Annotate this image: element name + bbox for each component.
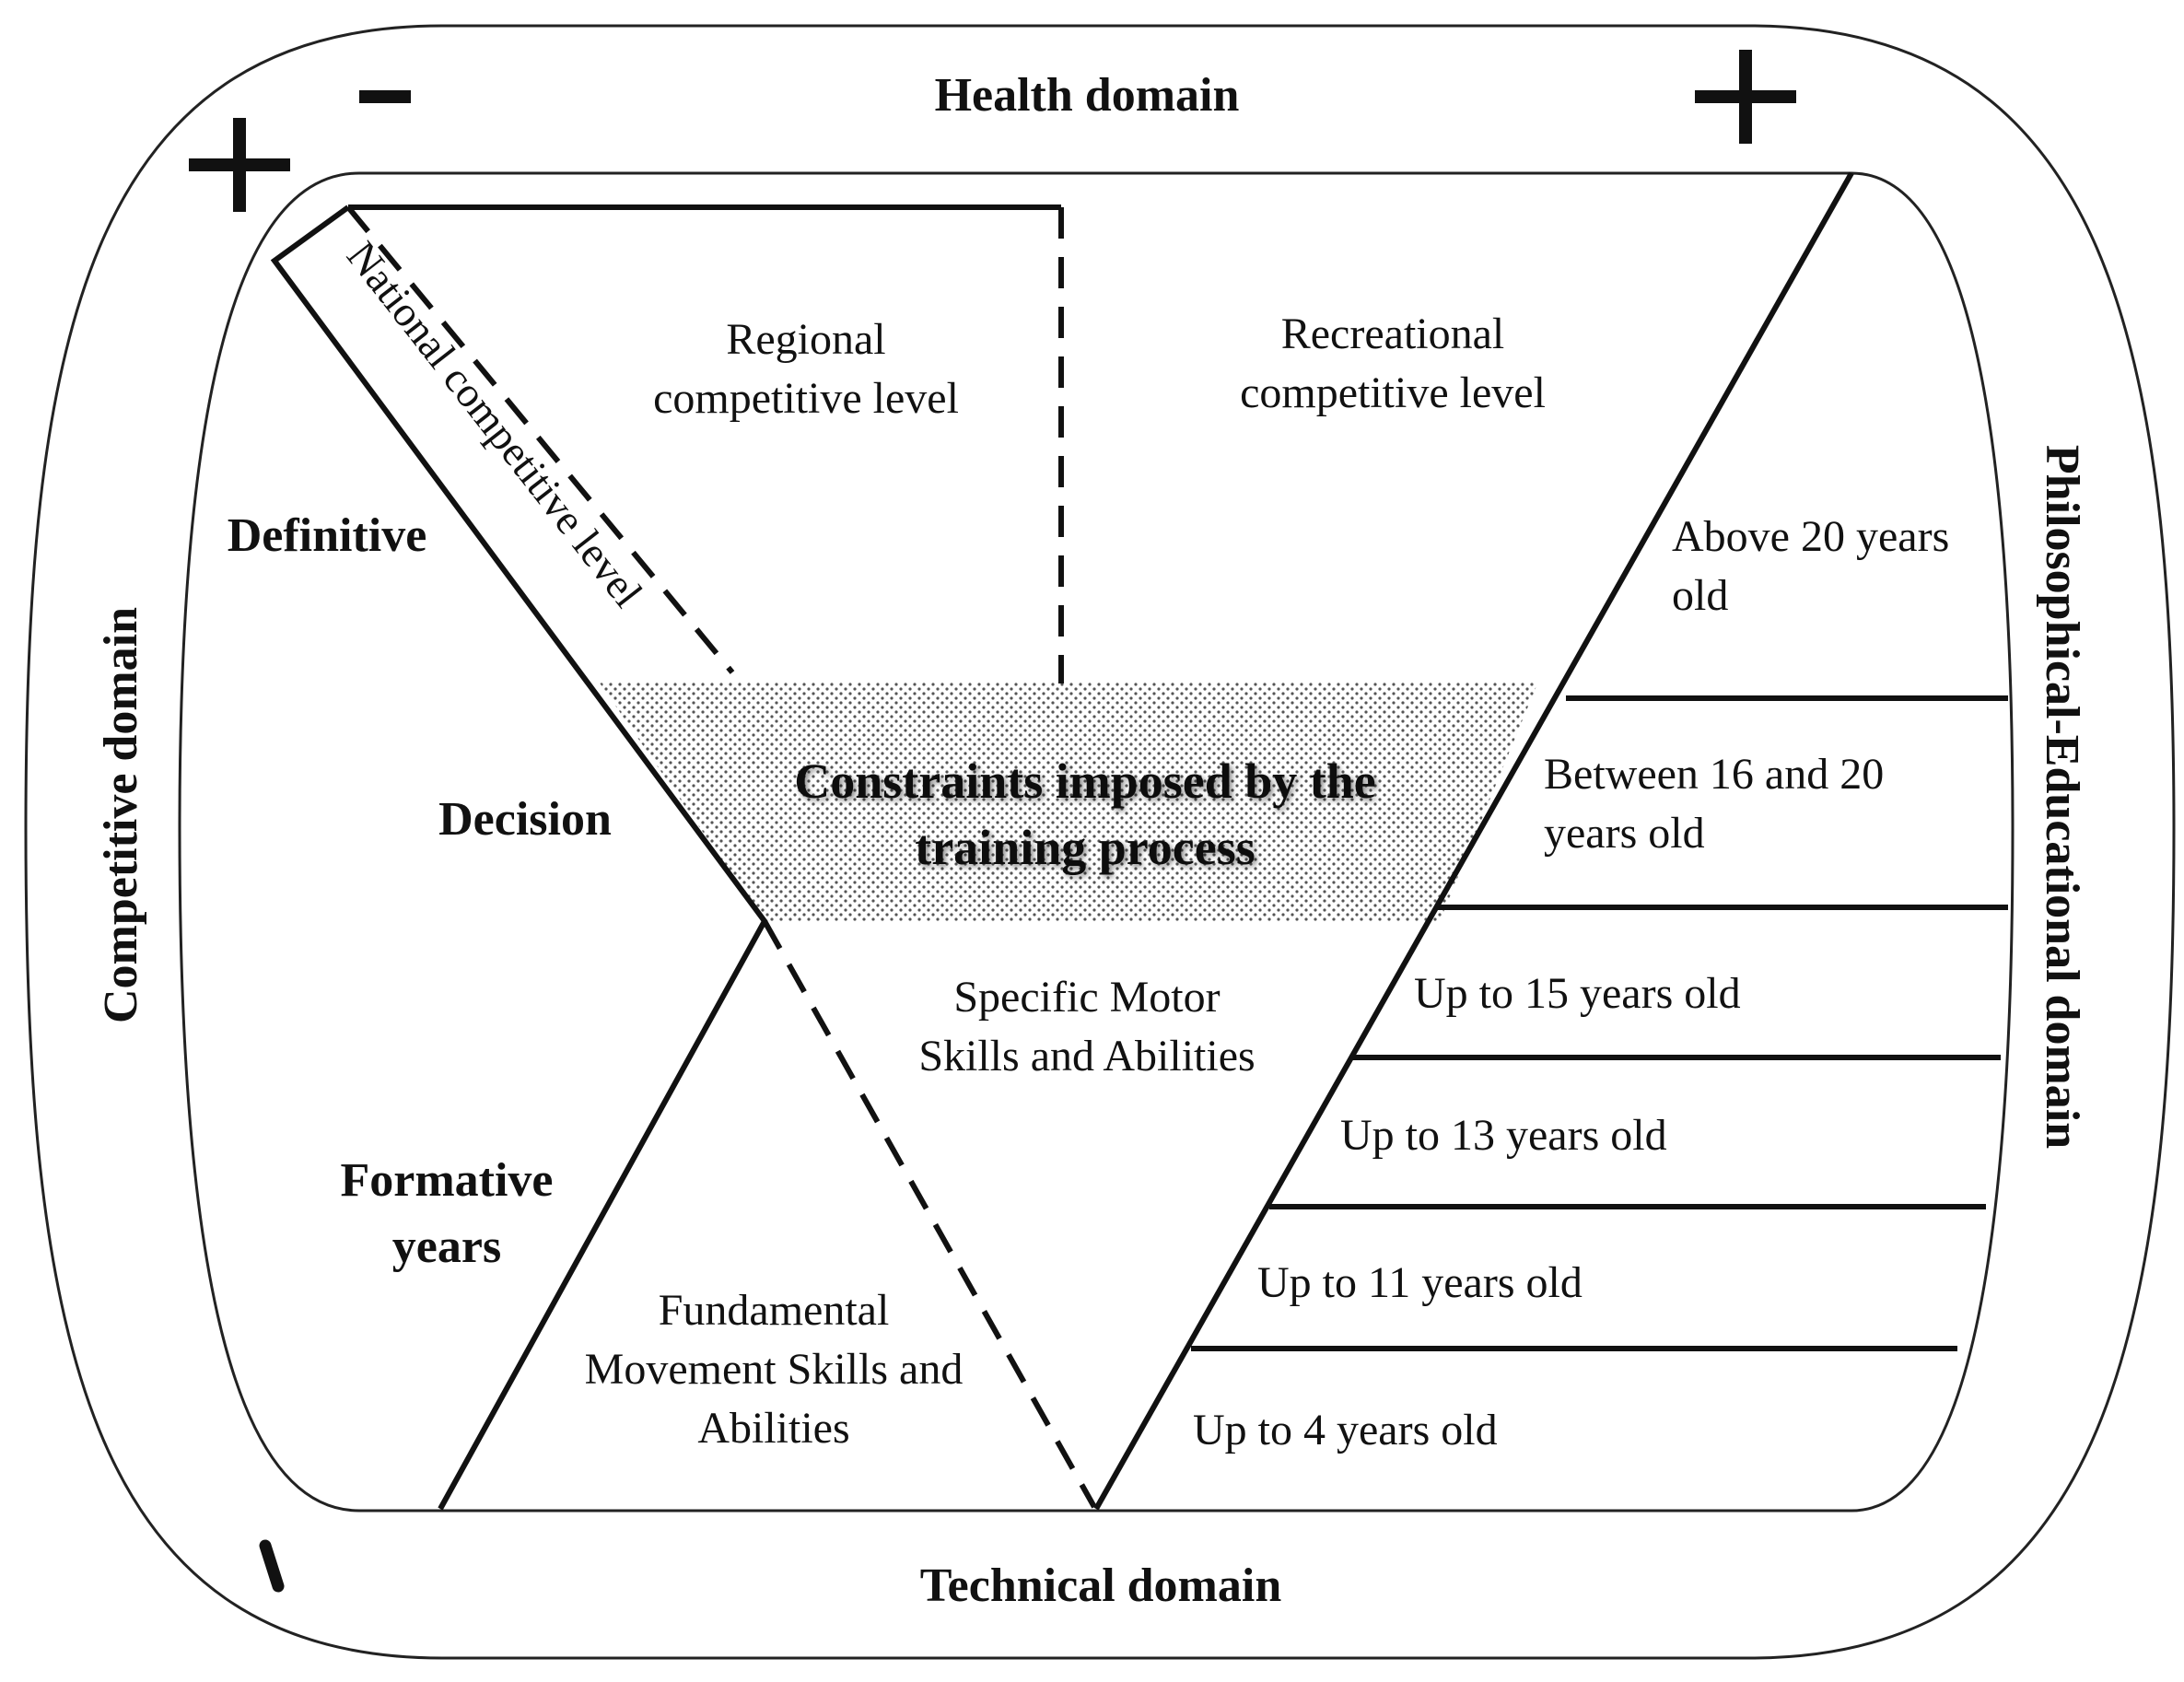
- age-16-20-line-2: years old: [1544, 809, 1705, 858]
- health-domain-label: Health domain: [935, 69, 1240, 122]
- fundamental-skills-line-3: Abilities: [697, 1404, 849, 1453]
- age-above-20-line-2: old: [1672, 571, 1728, 620]
- definitive-label: Definitive: [228, 509, 427, 562]
- right-diagonal-line: [1093, 171, 1854, 1511]
- recreational-level-line-2: competitive level: [1240, 368, 1546, 417]
- constraints-region: [599, 682, 1538, 921]
- formative-dashed-line: [762, 919, 1097, 1509]
- age-above-20-line-1: Above 20 years: [1672, 512, 1949, 561]
- specific-skills-line-1: Specific Motor: [953, 973, 1220, 1022]
- bottom-left-minus-icon: [259, 1539, 285, 1593]
- age-up-to-11: Up to 11 years old: [1257, 1258, 1583, 1307]
- national-level-solid-line: [270, 204, 768, 1511]
- fundamental-skills-line-2: Movement Skills and: [585, 1345, 964, 1394]
- constraints-line-1: Constraints imposed by the: [794, 753, 1376, 809]
- formative-label-line-2: years: [392, 1221, 501, 1273]
- age-up-to-13: Up to 13 years old: [1340, 1111, 1667, 1160]
- specific-skills-line-2: Skills and Abilities: [918, 1032, 1255, 1080]
- technical-domain-label: Technical domain: [920, 1559, 1282, 1612]
- recreational-level-line-1: Recreational: [1281, 310, 1505, 358]
- age-up-to-4: Up to 4 years old: [1193, 1406, 1498, 1454]
- outer-frame: [24, 24, 2176, 1660]
- competitive-domain-label: Competitive domain: [95, 607, 147, 1023]
- age-16-20-line-1: Between 16 and 20: [1544, 750, 1884, 799]
- formative-label-line-1: Formative: [340, 1154, 553, 1207]
- constraints-text: Constraints imposed by the training proc…: [794, 753, 1376, 875]
- top-right-plus-icon: [1695, 50, 1796, 144]
- regional-level-line-2: competitive level: [653, 374, 959, 423]
- philosophical-domain-label: Philosophical-Educational domain: [2036, 445, 2088, 1149]
- decision-label: Decision: [438, 793, 612, 846]
- national-level-dashed-line: [345, 205, 735, 674]
- regional-level-line-1: Regional: [726, 315, 885, 364]
- fundamental-skills-line-1: Fundamental: [659, 1286, 890, 1335]
- inner-frame: [178, 171, 2015, 1513]
- top-left-minus-icon: [359, 90, 411, 103]
- age-up-to-15: Up to 15 years old: [1414, 969, 1741, 1018]
- top-left-plus-icon: [189, 118, 290, 212]
- constraints-line-2: training process: [915, 820, 1256, 875]
